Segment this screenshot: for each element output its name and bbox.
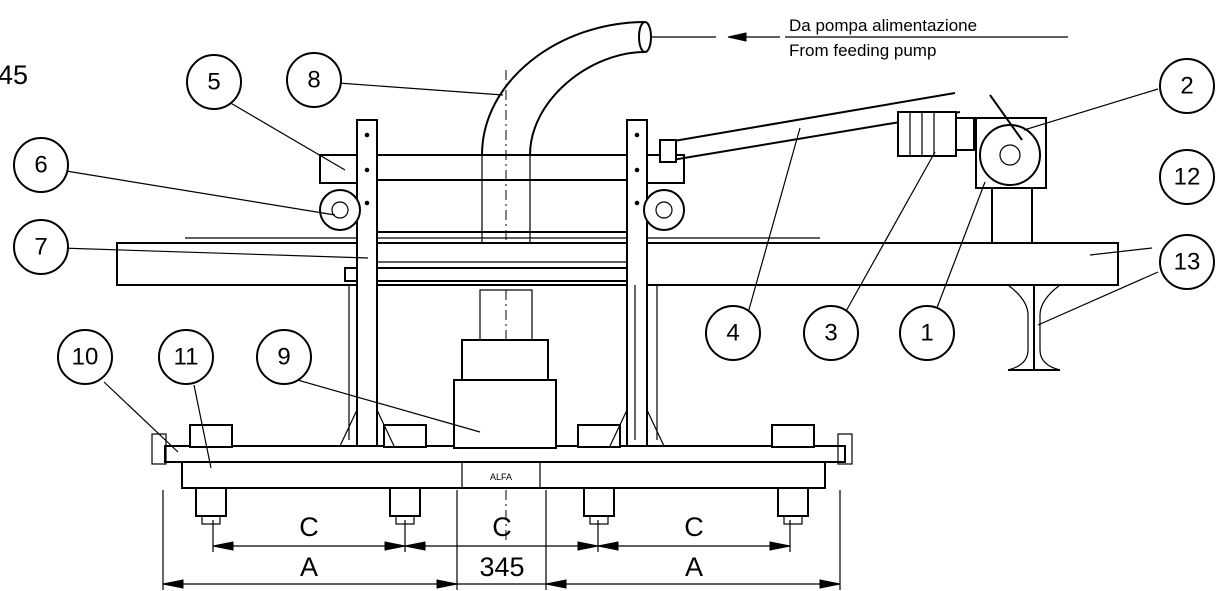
feed-note-line2: From feeding pump [789, 41, 936, 60]
balloon-2: 2 [1159, 58, 1215, 114]
svg-text:11: 11 [174, 344, 199, 371]
svg-text:10: 10 [72, 344, 99, 371]
balloon-6: 6 [13, 137, 69, 193]
svg-text:5: 5 [207, 69, 220, 96]
svg-text:6: 6 [34, 152, 47, 179]
dim-c-left: C [299, 512, 319, 542]
dimensions: C C C A 345 A [162, 490, 841, 590]
partial-label: 45 [0, 60, 28, 90]
gearbox [975, 94, 1047, 244]
dim-a-left: A [300, 552, 318, 582]
svg-text:2: 2 [1180, 73, 1193, 100]
dim-c-right: C [684, 512, 704, 542]
balloon-9: 9 [256, 329, 312, 385]
feed-note-line1: Da pompa alimentazione [789, 16, 977, 35]
manifold: ALFA [151, 339, 853, 525]
plate-marking: ALFA [490, 472, 512, 482]
svg-text:3: 3 [824, 320, 837, 347]
drive-motor [897, 111, 975, 157]
balloon-1: 1 [899, 305, 955, 361]
balloon-4: 4 [705, 305, 761, 361]
balloon-8: 8 [286, 52, 342, 108]
dim-center: 345 [479, 552, 524, 582]
svg-text:8: 8 [307, 67, 320, 94]
svg-text:12: 12 [1174, 164, 1201, 191]
feed-note: Da pompa alimentazione From feeding pump [650, 16, 1068, 60]
balloon-12: 12 [1159, 149, 1215, 205]
balloon-10: 10 [57, 329, 113, 385]
balloon-3: 3 [803, 305, 859, 361]
dim-c-center: C [492, 512, 512, 542]
svg-text:1: 1 [920, 320, 933, 347]
dim-a-right: A [685, 552, 703, 582]
balloon-5: 5 [186, 54, 242, 110]
svg-text:13: 13 [1174, 249, 1201, 276]
balloon-11: 11 [158, 329, 214, 385]
rail-ibeam [1007, 284, 1061, 371]
main-beam [116, 237, 1119, 286]
balloon-13: 13 [1159, 234, 1215, 290]
svg-text:7: 7 [34, 234, 47, 261]
svg-text:9: 9 [277, 344, 290, 371]
balloon-7: 7 [13, 219, 69, 275]
leader-lines [59, 82, 1159, 469]
svg-text:4: 4 [726, 320, 739, 347]
